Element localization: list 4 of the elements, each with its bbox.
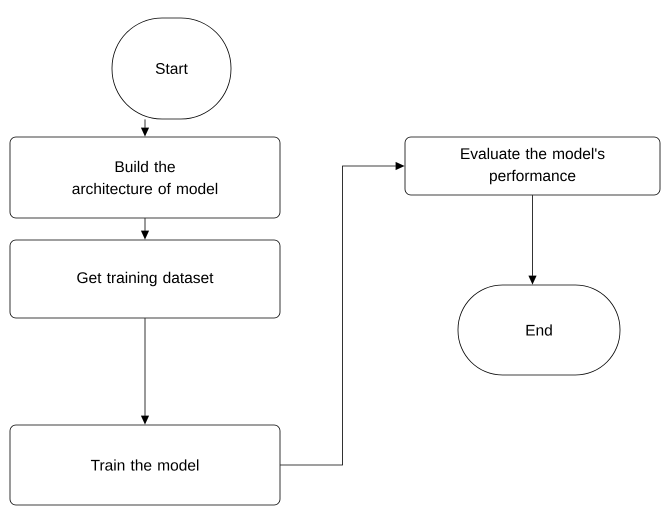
process-box: Get training dataset: [10, 240, 280, 318]
process-box: Build the architecture of model: [10, 136, 280, 218]
process-box: Train the model: [10, 424, 280, 506]
process-box: Evaluate the model's performance: [404, 136, 660, 196]
